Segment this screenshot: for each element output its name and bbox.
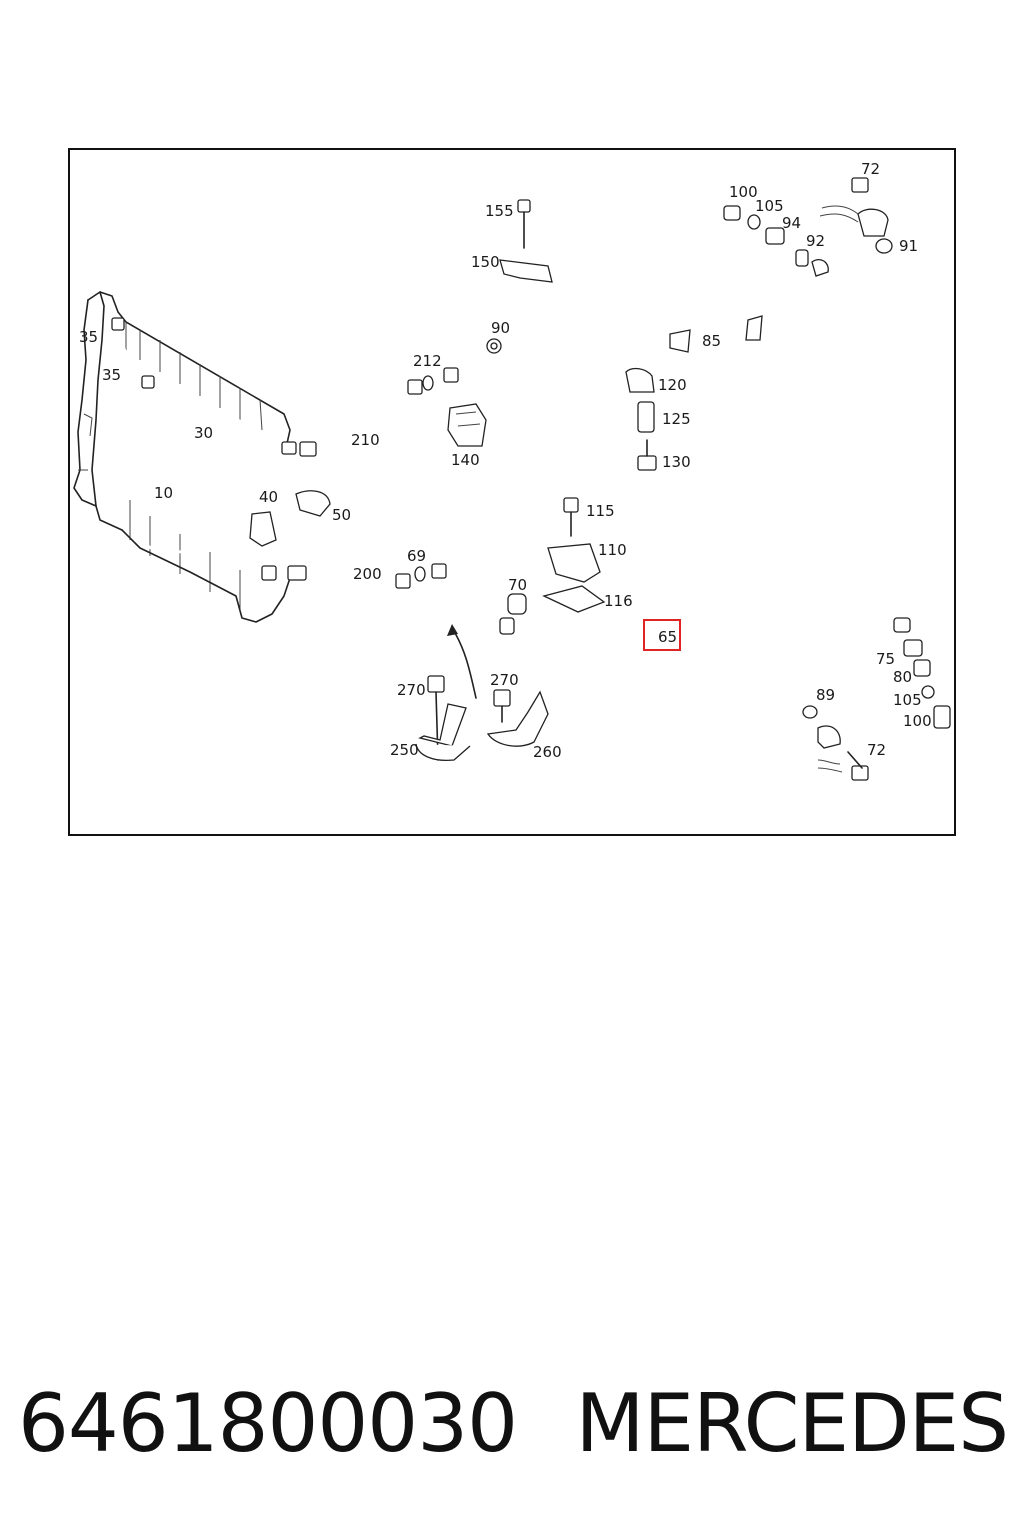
label-250: 250	[390, 741, 419, 759]
radiator-housing	[73, 291, 291, 623]
label-212: 212	[413, 352, 442, 370]
label-150: 150	[471, 253, 500, 271]
label-100: 100	[903, 712, 932, 730]
pipe-85	[459, 271, 824, 376]
label-94: 94	[782, 214, 801, 232]
label-69: 69	[407, 547, 426, 565]
pipe-200	[305, 572, 399, 596]
label-72: 72	[867, 741, 886, 759]
label-85: 85	[702, 332, 721, 350]
label-130: 130	[662, 453, 691, 471]
label-10: 10	[154, 484, 173, 502]
label-72: 72	[861, 160, 880, 178]
label-91: 91	[899, 237, 918, 255]
label-110: 110	[598, 541, 627, 559]
label-140: 140	[451, 451, 480, 469]
label-35: 35	[79, 328, 98, 346]
label-210: 210	[351, 431, 380, 449]
direction-arrow	[447, 624, 477, 699]
label-92: 92	[806, 232, 825, 250]
label-35: 35	[102, 366, 121, 384]
label-260: 260	[533, 743, 562, 761]
pipe-210	[315, 388, 413, 460]
label-50: 50	[332, 506, 351, 524]
part-number: 6461800030	[18, 1376, 518, 1470]
pipe-30	[146, 383, 287, 450]
part-labels: 155 150 100 105 94 92 72 91 35 35 90 85 …	[79, 160, 932, 761]
fittings	[111, 177, 951, 781]
brand-name: MERCEDES	[575, 1376, 1009, 1470]
label-270: 270	[490, 671, 519, 689]
footer: 6461800030 MERCEDES	[18, 1368, 1009, 1478]
label-125: 125	[662, 410, 691, 428]
label-30: 30	[194, 424, 213, 442]
label-90: 90	[491, 319, 510, 337]
label-116: 116	[604, 592, 633, 610]
label-75: 75	[876, 650, 895, 668]
label-200: 200	[353, 565, 382, 583]
label-65: 65	[658, 628, 677, 646]
label-120: 120	[658, 376, 687, 394]
label-270: 270	[397, 681, 426, 699]
pipe-10	[118, 325, 262, 574]
label-105: 105	[893, 691, 922, 709]
label-70: 70	[508, 576, 527, 594]
label-100: 100	[729, 183, 758, 201]
highlight-box-65	[643, 619, 681, 651]
label-105: 105	[755, 197, 784, 215]
label-155: 155	[485, 202, 514, 220]
label-115: 115	[586, 502, 615, 520]
label-40: 40	[259, 488, 278, 506]
label-80: 80	[893, 668, 912, 686]
label-89: 89	[816, 686, 835, 704]
